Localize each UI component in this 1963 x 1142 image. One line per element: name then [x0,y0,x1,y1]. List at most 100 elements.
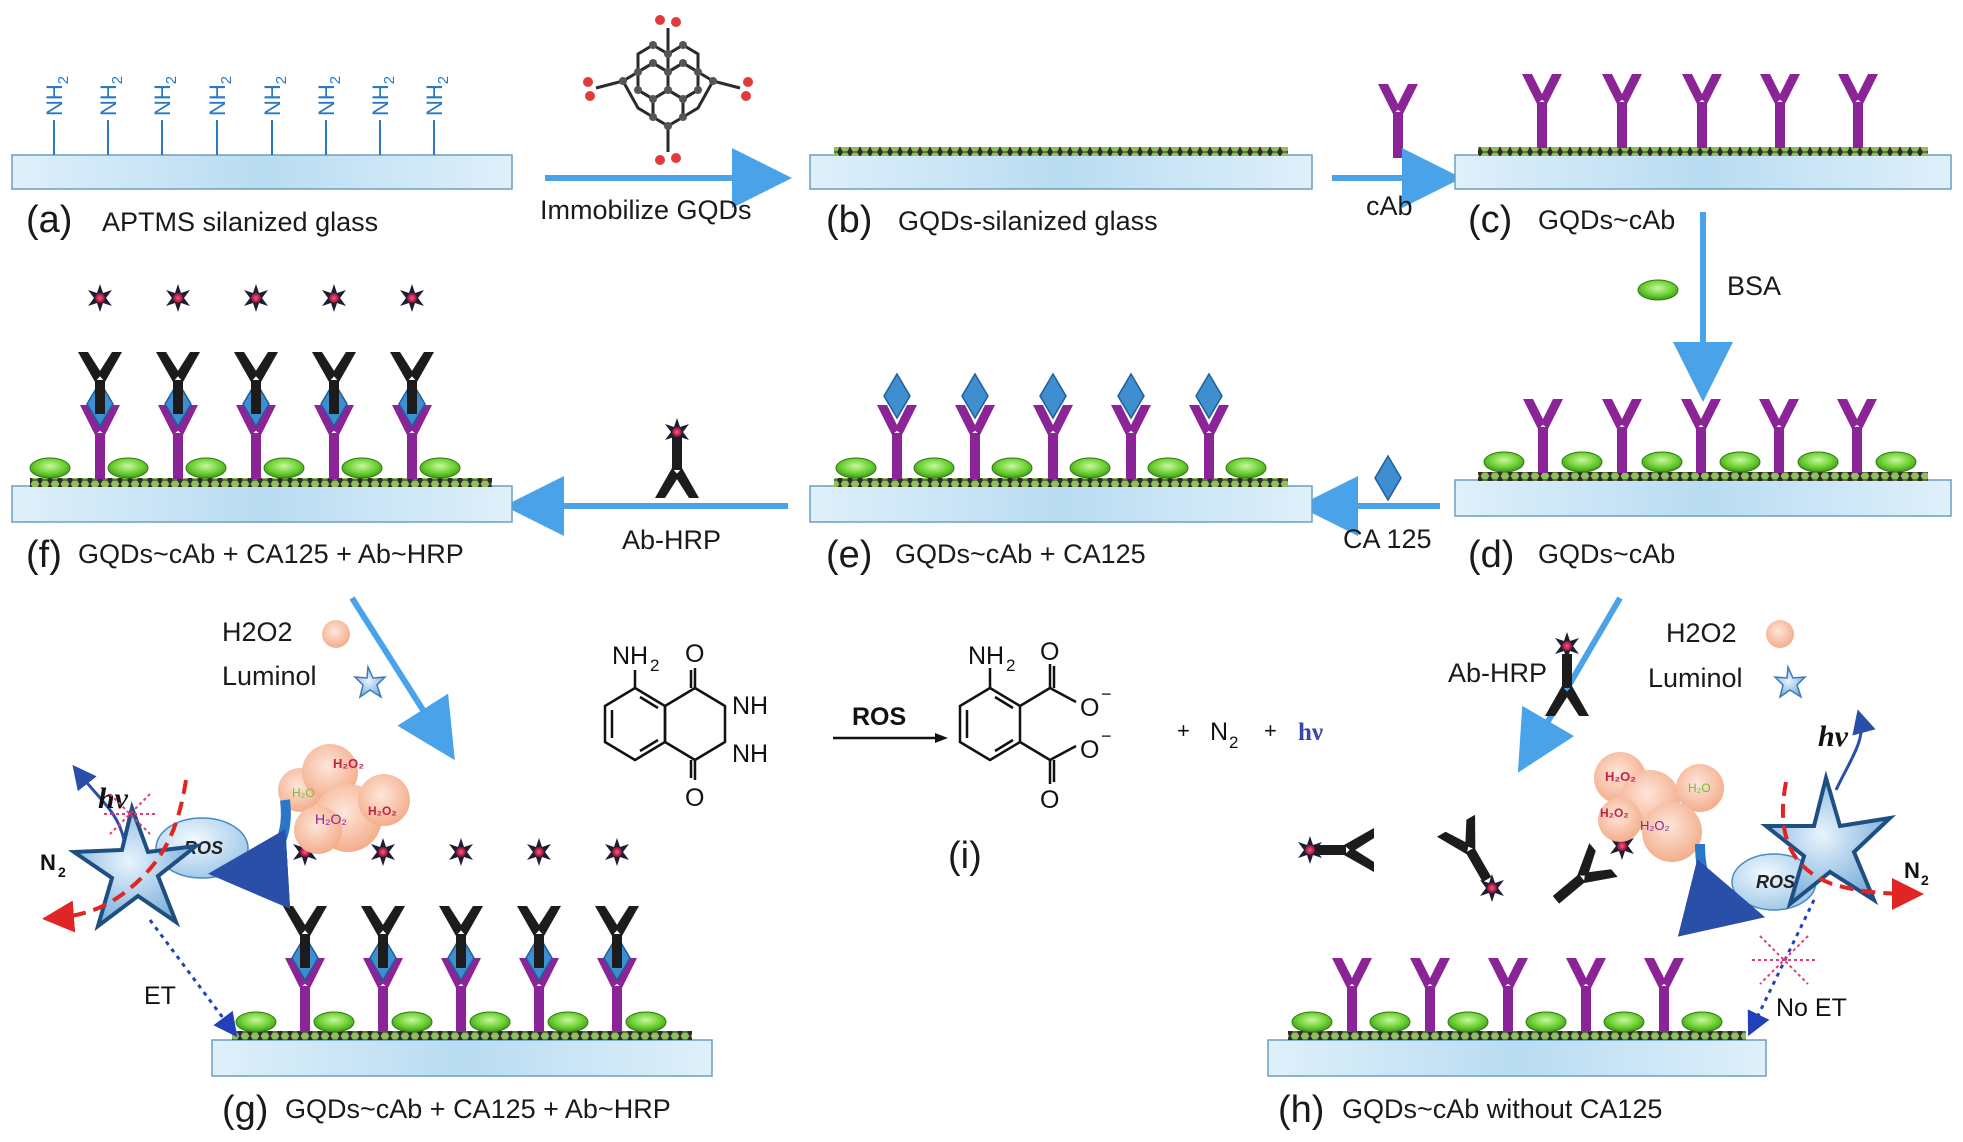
luminol-star-right [1760,770,1897,910]
glass-slide-d [1454,479,1952,517]
no-et-path-right [1747,899,1816,1037]
product-o-minus-bottom: O [1080,736,1099,764]
product-o-bottom: O [1040,786,1059,814]
panel-f: (f) GQDs~cAb + CA125 + Ab~HRP [11,284,513,576]
gqd-layer-b [834,147,1288,156]
n2-path-right [1781,781,1924,910]
panel-c-label: GQDs~cAb [1538,205,1675,235]
gqd-layer-g [232,1031,692,1040]
h2o2-bubble-icon-left [322,620,350,648]
reactant-nh2-sub: 2 [650,656,659,675]
product-minus-top: − [1101,684,1112,704]
product-o-minus-top: O [1080,694,1099,722]
panel-e: (e) GQDs~cAb + CA125 [809,373,1313,576]
product-minus-bottom: − [1101,726,1112,746]
et-label: ET [144,982,176,1010]
bubble-h2o2-right-c: H₂O₂ [1640,818,1670,833]
panel-e-label: GQDs~cAb + CA125 [895,539,1146,569]
curved-arrow-left [208,799,291,909]
amine-label: NH2 [368,76,398,116]
glass-slide-f [11,485,513,523]
blocked-cross-right [1752,935,1816,985]
reactant-nh-top: NH [732,692,768,720]
panel-d-label: GQDs~cAb [1538,539,1675,569]
blocked-cross-left [104,793,156,835]
amine-label: NH2 [150,76,180,116]
hv-arrow-left [72,764,126,841]
step-ab-hrp-label: Ab-HRP [622,525,721,555]
panel-d-letter: (d) [1468,534,1514,576]
amine-label: NH2 [314,76,344,116]
amine-label: NH2 [96,76,126,116]
ab-hrp-icon [655,418,699,498]
product-nh2-sub: 2 [1006,656,1015,675]
panel-d: (d) GQDs~cAb [1454,399,1952,576]
reaction-n2-sub: 2 [1229,733,1238,752]
curved-arrow-right [1677,843,1766,937]
reaction-i: NH 2 O NH NH O ROS NH 2 O O − O − O + N … [603,638,1323,877]
step-bsa-label: BSA [1727,271,1781,301]
n2-label-right: N [1904,858,1920,883]
n2-sub-right: 2 [1921,872,1929,888]
h2o2-bubble-icon-right [1766,620,1794,648]
reagent-h2o2-right: H2O2 [1666,618,1737,648]
reactant-o-bottom: O [685,784,704,812]
panel-g: (g) GQDs~cAb + CA125 + Ab~HRP [211,838,713,1131]
glass-slide-g [211,1039,713,1077]
capture-antibody-icon [1378,84,1418,158]
detection-antibodies-g [283,906,639,968]
arrow-d-to-h [1517,596,1623,773]
step-ab-hrp-right-label: Ab-HRP [1448,658,1547,688]
bubble-h2o2-right-b: H₂O₂ [1600,806,1629,820]
hv-label-right: hν [1818,720,1849,753]
hv-arrow-right [1834,709,1876,791]
reaction-hv: hν [1298,719,1323,746]
amine-label: NH2 [42,76,72,116]
reaction-n2: N [1210,718,1228,746]
step-immobilize-label: Immobilize GQDs [540,195,752,225]
ca125-antigen-icon [1374,455,1402,501]
amine-label: NH2 [422,76,452,116]
reagent-luminol-left: Luminol [222,661,317,691]
bubble-h2o-right: H₂O [1688,781,1711,795]
glass-slide-h [1267,1039,1767,1077]
bubble-h2o-left: H₂O [292,786,315,800]
panel-b-letter: (b) [826,199,872,241]
panel-c-letter: (c) [1468,199,1512,241]
gqd-layer-h [1288,1031,1746,1040]
n2-sub-left: 2 [58,864,66,880]
gqd-layer-c [1478,147,1928,156]
mechanism-right: H₂O₂ H₂O H₂O₂ H₂O₂ ROS N 2 hν No ET [1594,709,1929,1037]
panel-c: (c) GQDs~cAb [1454,74,1952,241]
panel-h: (h) GQDs~cAb without CA125 [1267,958,1767,1131]
n2-path-left [42,779,188,933]
panel-b-label: GQDs-silanized glass [898,206,1158,236]
mechanism-left: H₂O H₂O₂ H₂O₂ H₂O₂ ROS N 2 hν ET [40,744,410,1038]
product-o-top: O [1040,638,1059,666]
glass-slide-a [11,154,513,190]
reactant-nh-bottom: NH [732,740,768,768]
gqd-layer-e [834,478,1288,487]
panel-a-label: APTMS silanized glass [102,207,378,237]
panel-b: (b) GQDs-silanized glass [809,147,1313,241]
step-ca125-label: CA 125 [1343,524,1432,554]
arrow-f-to-g [349,596,455,761]
luminol-star-icon-left [353,664,387,699]
panel-f-label: GQDs~cAb + CA125 + Ab~HRP [78,539,464,569]
ros-label-right: ROS [1756,872,1795,892]
free-ab-hrp-h [1298,814,1634,917]
glass-slide-e [809,485,1313,523]
reagent-h2o2-left: H2O2 [222,617,293,647]
no-et-label: No ET [1776,994,1847,1022]
amine-label: NH2 [260,76,290,116]
panel-g-label: GQDs~cAb + CA125 + Ab~HRP [285,1094,671,1124]
product-nh2: NH [968,642,1004,670]
reaction-plus-2: + [1264,718,1277,743]
panel-h-letter: (h) [1278,1089,1324,1131]
panel-a-letter: (a) [26,199,72,241]
bubble-h2o2-left-b: H₂O₂ [368,804,397,818]
ca125-antigens-e [883,373,1223,419]
reaction-plus-1: + [1177,718,1190,743]
